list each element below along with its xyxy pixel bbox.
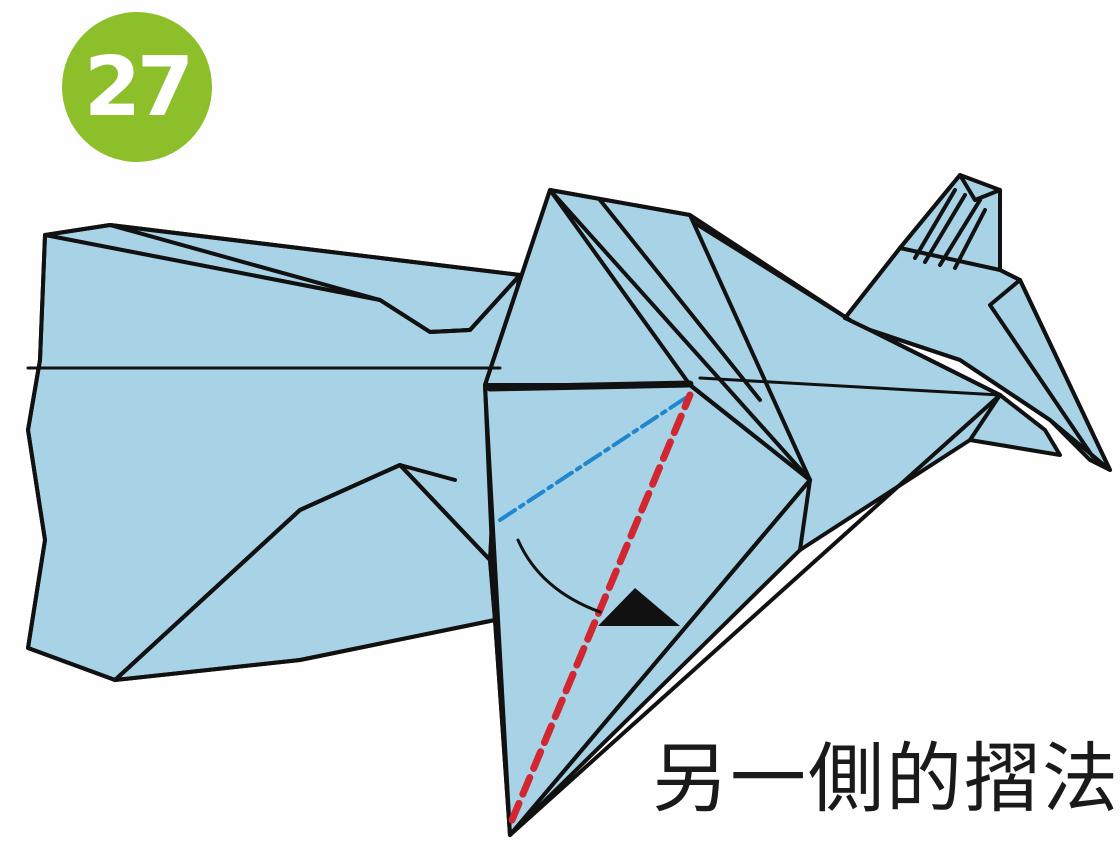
valley-fold-line xyxy=(508,391,694,824)
fold-arrow-curve xyxy=(516,538,602,614)
outline-tail xyxy=(43,223,522,334)
center-crease xyxy=(26,366,1002,397)
outline-head xyxy=(843,173,1112,472)
outline-back-leg xyxy=(113,463,497,682)
step-number-badge: 27 xyxy=(62,12,212,162)
fold-arrow-head xyxy=(598,588,680,626)
fold-edge-thick xyxy=(486,380,694,392)
outline-body-left xyxy=(26,233,117,682)
mountain-fold-line xyxy=(498,393,692,522)
outline-neck xyxy=(483,188,852,482)
step-number: 27 xyxy=(83,39,194,135)
instruction-caption: 另一側的摺法也 xyxy=(652,734,1120,823)
